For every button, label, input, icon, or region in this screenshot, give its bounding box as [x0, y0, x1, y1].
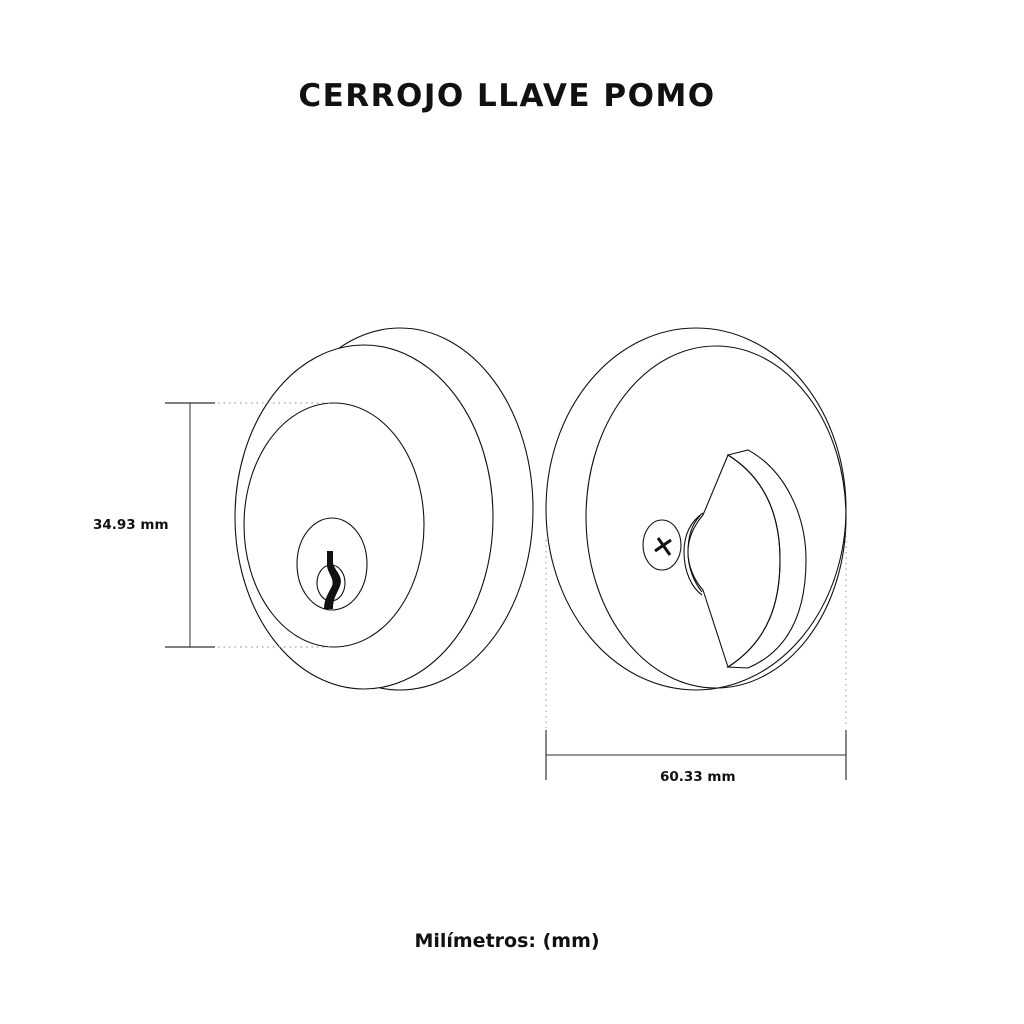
- keyhole-ring: [296, 517, 368, 611]
- key-side-front-rosette: [234, 344, 494, 690]
- screw-cross-icon: [654, 537, 672, 556]
- key-side-view: [234, 327, 534, 691]
- thumbturn-side-face: [726, 449, 807, 669]
- key-side-cylinder: [243, 402, 425, 648]
- keyhole-icon: [324, 551, 341, 609]
- thumbturn-side-view: [545, 327, 847, 691]
- thumbturn-side-front-rosette: [585, 345, 847, 689]
- width-dimension-label: 60.33 mm: [660, 769, 736, 785]
- units-footer: Milímetros: (mm): [414, 930, 600, 952]
- height-dimension: [165, 402, 330, 648]
- thumbturn-base: [683, 512, 704, 596]
- thumbturn-side-back-rosette: [545, 327, 847, 691]
- width-dimension: [545, 530, 847, 780]
- height-dimension-label: 34.93 mm: [93, 517, 169, 533]
- diagram-title: CERROJO LLAVE POMO: [298, 78, 716, 114]
- thumbturn-front-face: [687, 454, 781, 668]
